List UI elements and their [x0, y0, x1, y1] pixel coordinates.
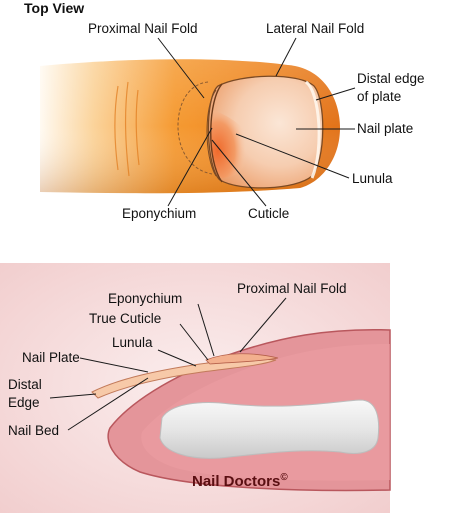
side-label-distal-line2: Edge [8, 395, 40, 410]
side-nail-plate [91, 358, 277, 399]
bone-shape [159, 399, 380, 459]
label-proximal-nail-fold: Proximal Nail Fold [88, 21, 198, 36]
top-view-leader-lines [157, 37, 356, 207]
side-label-distal-line1: Distal [8, 377, 42, 392]
side-label-nail-plate: Nail Plate [22, 350, 80, 365]
side-proximal-fold [205, 353, 279, 365]
lunula-shape [209, 110, 250, 178]
side-label-nail-bed: Nail Bed [8, 423, 59, 438]
side-label-lunula: Lunula [112, 335, 153, 350]
label-distal-edge-line2: of plate [357, 89, 401, 104]
cuticle-edge [206, 89, 217, 177]
label-cuticle: Cuticle [248, 206, 289, 221]
brand-name: Nail Doctors© [192, 472, 288, 490]
side-view-panel: Eponychium Proximal Nail Fold True Cutic… [0, 263, 391, 513]
finger-creases [114, 81, 140, 177]
side-label-proximal-nail-fold: Proximal Nail Fold [237, 281, 347, 296]
label-lunula: Lunula [352, 171, 393, 186]
proximal-fold-outline [177, 81, 213, 175]
label-lateral-nail-fold: Lateral Nail Fold [266, 21, 364, 36]
label-eponychium: Eponychium [122, 206, 196, 221]
top-view-title: Top View [24, 0, 84, 16]
nail-free-edge [304, 80, 321, 179]
side-view-leader-lines [49, 297, 287, 431]
label-nail-plate: Nail plate [357, 121, 413, 136]
top-view-panel: Top View Proximal Nail Fold Lateral Nail… [24, 0, 425, 221]
side-label-eponychium: Eponychium [108, 291, 182, 306]
label-distal-edge-line1: Distal edge [357, 71, 425, 86]
brand-copyright-mark: © [280, 472, 288, 483]
side-label-true-cuticle: True Cuticle [89, 311, 161, 326]
